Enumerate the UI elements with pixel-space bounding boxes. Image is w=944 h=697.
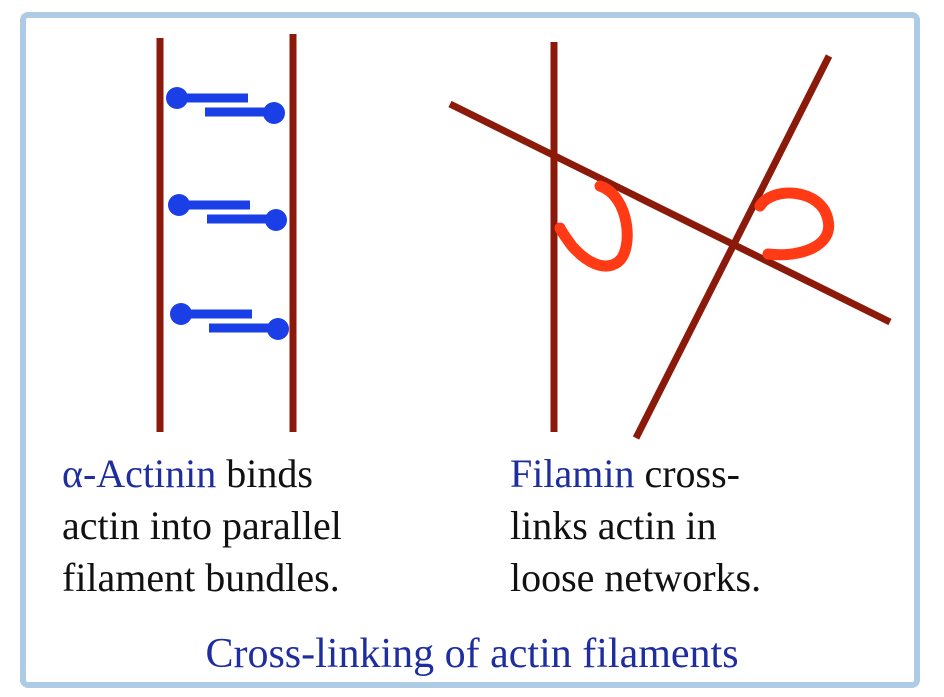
actin-filament-right-diagonal-1 (448, 100, 892, 326)
figure-title: Cross-linking of actin filaments (205, 631, 739, 677)
alpha-actinin-crosslink-2 (168, 194, 287, 231)
loose-network-panel (448, 42, 892, 440)
filamin-caption-line1-rest: cross- (634, 451, 740, 496)
alpha-actinin-caption-line1-rest: binds (216, 451, 313, 496)
filamin-crosslink-2 (754, 187, 835, 261)
filamin-crosslink-1 (554, 180, 633, 272)
alpha-actinin-crosslink-1 (166, 87, 285, 124)
alpha-actinin-crosslink-3 (170, 303, 289, 340)
filamin-caption: Filamin cross- links actin in loose netw… (510, 448, 761, 604)
figure-frame (20, 12, 920, 688)
filamin-caption-line2: links actin in (510, 503, 717, 548)
parallel-bundle-panel (156, 34, 297, 432)
alpha-actinin-caption-line3: filament bundles. (62, 555, 340, 600)
alpha-actinin-term: α-Actinin (62, 451, 217, 496)
alpha-actinin-caption: α-Actinin binds actin into parallel fila… (62, 448, 342, 604)
alpha-actinin-caption-line2: actin into parallel (62, 503, 342, 548)
filamin-term: Filamin (510, 451, 635, 496)
actin-filament-right-diagonal-2 (632, 54, 833, 440)
filamin-caption-line3: loose networks. (510, 555, 762, 600)
